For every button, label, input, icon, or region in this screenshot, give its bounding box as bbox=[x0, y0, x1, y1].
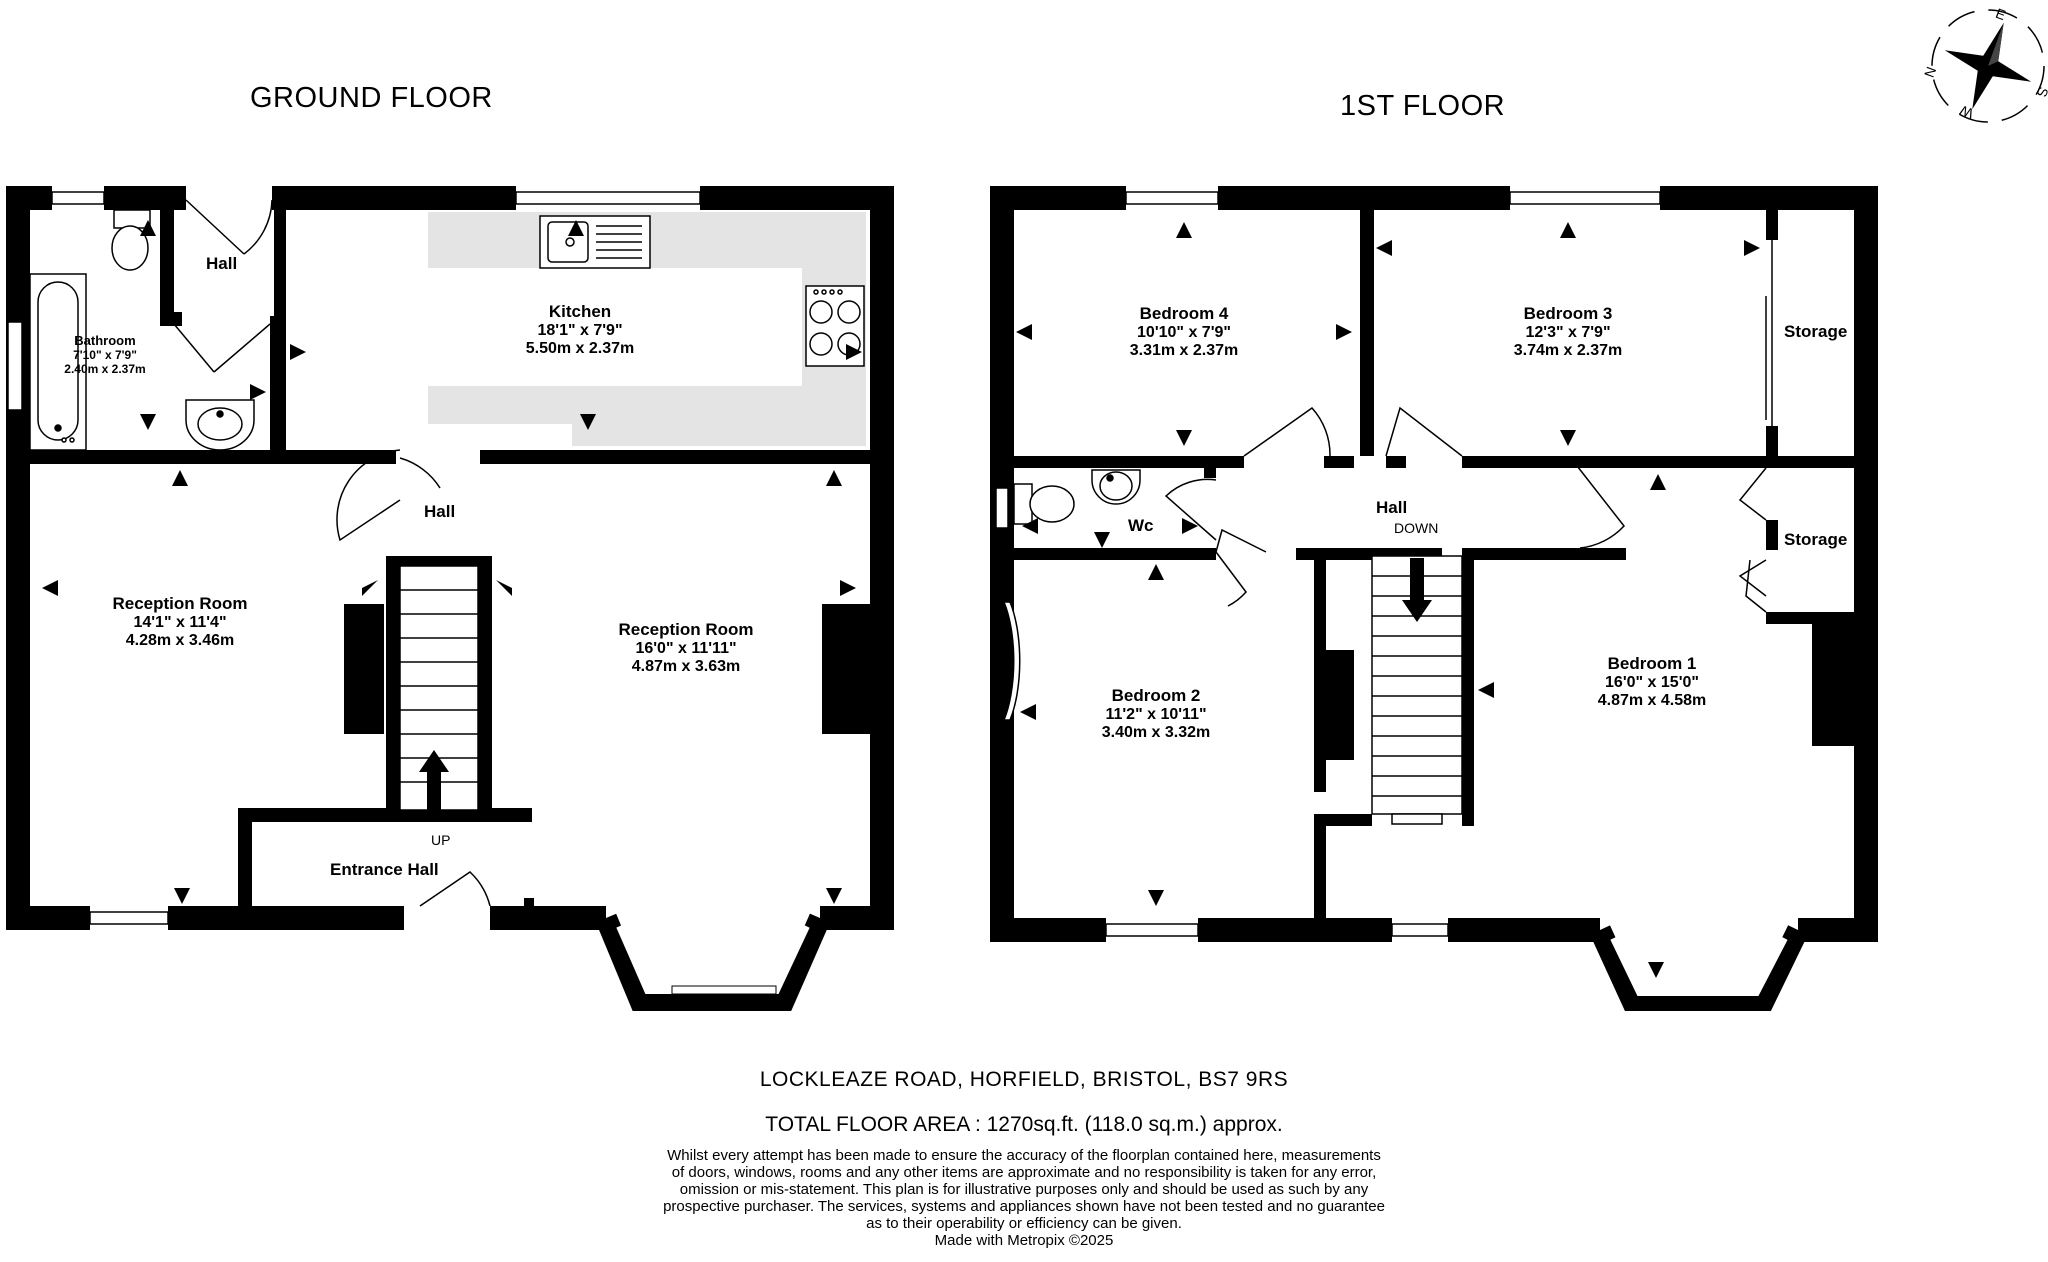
room-name: Kitchen bbox=[548, 302, 612, 321]
room-dimensions-imperial: 16'0" x 15'0" bbox=[1605, 673, 1699, 691]
disclaimer: Whilst every attempt has been made to en… bbox=[0, 1147, 2048, 1249]
window bbox=[89, 911, 169, 925]
window bbox=[7, 321, 23, 411]
disclaimer-line: omission or mis-statement. This plan is … bbox=[679, 1181, 1369, 1198]
window bbox=[1105, 923, 1199, 937]
window bbox=[515, 191, 701, 205]
room-name: Bedroom 3 bbox=[1523, 304, 1613, 323]
room-name: Reception Room bbox=[618, 620, 754, 639]
room-dimensions-metric: 3.40m x 3.32m bbox=[1101, 723, 1211, 741]
room-bedroom-1: Bedroom 1 16'0" x 15'0" 4.87m x 4.58m bbox=[1572, 654, 1732, 710]
room-hall-top: Hall bbox=[206, 254, 238, 273]
stairs-down-label: DOWN bbox=[1394, 520, 1439, 536]
door-swing bbox=[1243, 407, 1331, 457]
door-swing bbox=[173, 323, 271, 373]
stairs-down-arrow bbox=[1402, 558, 1432, 622]
room-name: Bedroom 4 bbox=[1139, 304, 1229, 323]
door-swing bbox=[1385, 406, 1463, 457]
room-hall-ground: Hall bbox=[424, 502, 456, 521]
ground-floor-plan bbox=[6, 186, 894, 1011]
room-dimensions-metric: 4.87m x 3.63m bbox=[631, 657, 741, 675]
window bbox=[1391, 923, 1449, 937]
room-dimensions-metric: 2.40m x 2.37m bbox=[64, 361, 146, 376]
window bbox=[1509, 191, 1661, 205]
arrow-marker-icon bbox=[42, 220, 862, 904]
room-reception-right: Reception Room 16'0" x 11'11" 4.87m x 3.… bbox=[606, 620, 766, 676]
window bbox=[1125, 191, 1219, 205]
room-dimensions-metric: 3.74m x 2.37m bbox=[1513, 341, 1623, 359]
stairs-up-arrow bbox=[419, 750, 449, 814]
door-swing bbox=[1164, 478, 1217, 541]
door-swing bbox=[336, 449, 401, 542]
room-dimensions-imperial: 16'0" x 11'11" bbox=[635, 639, 737, 657]
window bbox=[1002, 601, 1021, 721]
room-reception-left: Reception Room 14'1" x 11'4" 4.28m x 3.4… bbox=[100, 594, 260, 650]
room-storage-mid: Storage bbox=[1784, 530, 1848, 549]
kitchen-counter bbox=[428, 212, 866, 446]
first-floor-plan bbox=[990, 186, 1878, 1011]
ground-floor-title: GROUND FLOOR bbox=[250, 82, 493, 114]
room-kitchen: Kitchen 18'1" x 7'9" 5.50m x 2.37m bbox=[500, 302, 660, 358]
room-storage-top: Storage bbox=[1784, 322, 1848, 341]
disclaimer-line: of doors, windows, rooms and any other i… bbox=[671, 1164, 1377, 1181]
door-swing bbox=[1573, 461, 1625, 549]
stairs-up-label: UP bbox=[431, 832, 451, 848]
room-bedroom-3: Bedroom 3 12'3" x 7'9" 3.74m x 2.37m bbox=[1488, 304, 1648, 360]
bay-window bbox=[1589, 925, 1808, 1011]
sink-icon bbox=[539, 215, 651, 269]
toilet-icon bbox=[1013, 483, 1075, 525]
door-swing bbox=[185, 199, 273, 255]
disclaimer-line: prospective purchaser. The services, sys… bbox=[663, 1198, 1385, 1215]
room-name: Bedroom 1 bbox=[1607, 654, 1697, 673]
window bbox=[51, 191, 105, 205]
room-dimensions-imperial: 11'2" x 10'11" bbox=[1105, 705, 1207, 723]
room-wc: Wc bbox=[1128, 516, 1154, 535]
toilet-icon bbox=[111, 209, 151, 271]
door-swing bbox=[1215, 551, 1247, 607]
bay-window bbox=[595, 913, 831, 1011]
room-dimensions-imperial: 12'3" x 7'9" bbox=[1525, 323, 1611, 341]
room-name: Reception Room bbox=[112, 594, 248, 613]
basin-icon bbox=[185, 399, 255, 451]
disclaimer-line: as to their operability or efficiency ca… bbox=[866, 1215, 1182, 1232]
room-hall-first: Hall bbox=[1376, 498, 1408, 517]
room-dimensions-imperial: 10'10" x 7'9" bbox=[1137, 323, 1231, 341]
room-entrance-hall: Entrance Hall bbox=[330, 860, 439, 879]
room-bedroom-4: Bedroom 4 10'10" x 7'9" 3.31m x 2.37m bbox=[1104, 304, 1264, 360]
first-floor-title: 1ST FLOOR bbox=[1340, 90, 1506, 122]
room-dimensions-metric: 5.50m x 2.37m bbox=[525, 339, 635, 357]
room-dimensions-metric: 4.28m x 3.46m bbox=[125, 631, 235, 649]
arrow-marker-icon bbox=[1016, 222, 1760, 978]
room-dimensions-metric: 3.31m x 2.37m bbox=[1129, 341, 1239, 359]
door-swing bbox=[399, 457, 441, 489]
window bbox=[995, 487, 1009, 529]
room-bathroom: Bathroom 7'10" x 7'9" 2.40m x 2.37m bbox=[50, 333, 160, 377]
compass-icon bbox=[1931, 9, 2045, 123]
door-swing bbox=[1215, 528, 1267, 553]
room-name: Bedroom 2 bbox=[1111, 686, 1201, 705]
room-bedroom-2: Bedroom 2 11'2" x 10'11" 3.40m x 3.32m bbox=[1076, 686, 1236, 742]
bath-icon bbox=[29, 273, 87, 451]
room-dimensions-metric: 4.87m x 4.58m bbox=[1597, 691, 1707, 709]
room-name: Bathroom bbox=[74, 333, 136, 348]
total-floor-area: TOTAL FLOOR AREA : 1270sq.ft. (118.0 sq.… bbox=[765, 1113, 1283, 1136]
door-swing bbox=[419, 871, 491, 907]
room-dimensions-imperial: 14'1" x 11'4" bbox=[133, 613, 227, 631]
basin-icon bbox=[1091, 469, 1141, 505]
property-address: LOCKLEAZE ROAD, HORFIELD, BRISTOL, BS7 9… bbox=[759, 1068, 1289, 1091]
disclaimer-line: Whilst every attempt has been made to en… bbox=[667, 1147, 1381, 1164]
room-dimensions-imperial: 18'1" x 7'9" bbox=[537, 321, 623, 339]
room-dimensions-imperial: 7'10" x 7'9" bbox=[73, 347, 137, 362]
credit: Made with Metropix ©2025 bbox=[934, 1232, 1114, 1249]
